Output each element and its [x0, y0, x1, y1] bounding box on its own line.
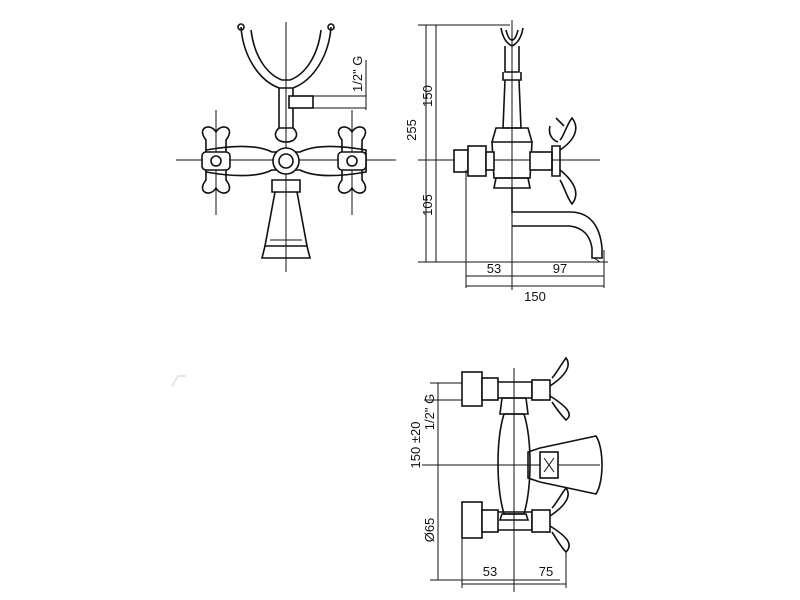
- top-width-left: 53: [483, 564, 497, 579]
- top-centers-label: 150 ±20: [408, 422, 423, 469]
- side-view: 150 255 105 53: [404, 20, 608, 304]
- left-cross-handle: [201, 126, 231, 194]
- stray-mark: [171, 375, 186, 387]
- side-width-right: 97: [553, 261, 567, 276]
- front-thread-label: 1/2" G: [350, 56, 365, 92]
- top-view: 1/2" G 150 ±20 Ø65 53 75: [408, 356, 603, 592]
- side-width-left: 53: [487, 261, 501, 276]
- top-diameter-label: Ø65: [422, 518, 437, 543]
- side-width-total: 150: [524, 289, 546, 304]
- top-width-right: 75: [539, 564, 553, 579]
- front-view: 1/2" G: [176, 22, 396, 272]
- right-cross-handle: [337, 126, 367, 194]
- side-height-upper: 150: [420, 85, 435, 107]
- side-height-total: 255: [404, 119, 419, 141]
- top-thread-label: 1/2" G: [422, 394, 437, 430]
- side-height-lower: 105: [420, 194, 435, 216]
